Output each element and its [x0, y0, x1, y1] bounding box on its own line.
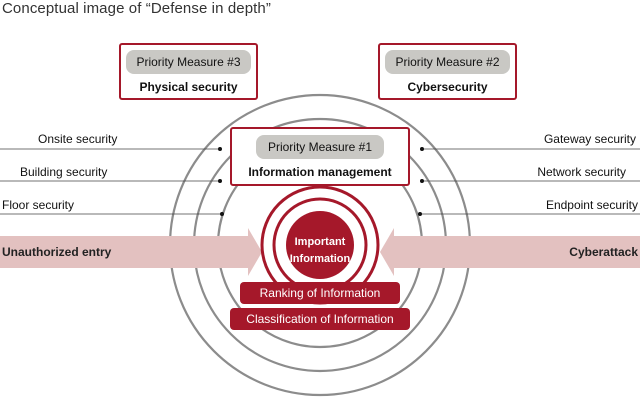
left-threat-arrow: [0, 228, 262, 276]
center-label: Important Information: [280, 234, 360, 268]
priority-measure-3-pill: Priority Measure #3: [126, 50, 251, 74]
priority-measure-3-box: Priority Measure #3 Physical security: [119, 43, 258, 100]
priority-measure-2-subtitle: Cybersecurity: [407, 80, 488, 94]
leader-dot-onsite: [218, 147, 222, 151]
right-threat-arrow: [380, 228, 640, 276]
threat-label-left: Unauthorized entry: [2, 245, 112, 259]
priority-measure-1-subtitle: Information management: [248, 165, 392, 179]
priority-measure-3-subtitle: Physical security: [139, 80, 238, 94]
classification-of-information-pill: Classification of Information: [230, 308, 410, 330]
leader-dot-building: [218, 179, 222, 183]
ranking-of-information-pill: Ranking of Information: [240, 282, 400, 304]
leader-dot-endpoint: [418, 212, 422, 216]
leader-dot-network: [420, 179, 424, 183]
label-endpoint-security: Endpoint security: [545, 198, 638, 212]
label-gateway-security: Gateway security: [543, 132, 636, 146]
center-circle: [286, 211, 354, 279]
center-label-line1: Important: [294, 236, 346, 248]
label-onsite-security: Onsite security: [38, 132, 118, 146]
leader-dot-floor: [220, 212, 224, 216]
center-label-line2: Information: [289, 253, 351, 265]
label-building-security: Building security: [20, 165, 108, 179]
page-title: Conceptual image of “Defense in depth”: [2, 0, 271, 17]
priority-measure-1-pill: Priority Measure #1: [256, 135, 384, 159]
label-network-security: Network security: [537, 165, 626, 179]
leader-dot-gateway: [420, 147, 424, 151]
threat-label-right: Cyberattack: [569, 245, 638, 259]
label-floor-security: Floor security: [2, 198, 75, 212]
priority-measure-2-box: Priority Measure #2 Cybersecurity: [378, 43, 517, 100]
priority-measure-1-box: Priority Measure #1 Information manageme…: [230, 127, 410, 186]
priority-measure-2-pill: Priority Measure #2: [385, 50, 510, 74]
